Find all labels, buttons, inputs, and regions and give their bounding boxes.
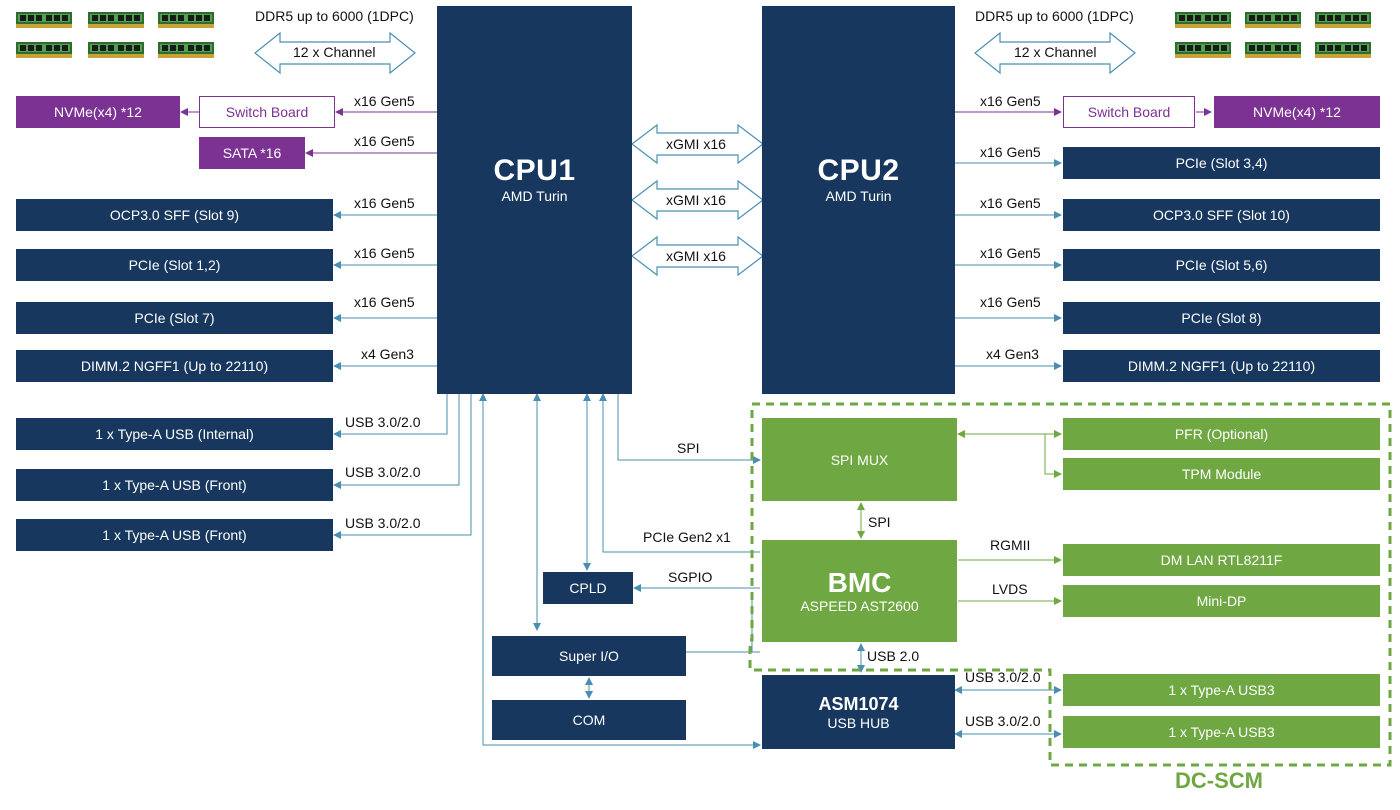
link-label: x16 Gen5: [980, 93, 1041, 109]
left-usb-front-box: 1 x Type-A USB (Front): [16, 469, 333, 501]
minidp-box: Mini-DP: [1063, 585, 1380, 617]
bmc-block: BMC ASPEED AST2600: [762, 540, 957, 642]
dimm-icon: [1175, 12, 1371, 58]
bmc-subtitle: ASPEED AST2600: [800, 598, 919, 614]
right-channel-label: 12 x Channel: [1014, 44, 1097, 60]
dcscm-outline: [748, 402, 1392, 767]
usb3-box: 1 x Type-A USB3: [1063, 674, 1380, 706]
link-label: x16 Gen5: [354, 294, 415, 310]
spi-label: SPI: [677, 440, 700, 456]
usb-link-label: USB 3.0/2.0: [965, 713, 1041, 729]
dimm-icon: [16, 12, 214, 58]
cpu1-subtitle: AMD Turin: [501, 188, 568, 204]
right-pcie8-box: PCIe (Slot 8): [1063, 302, 1380, 334]
usb-hub-block: ASM1074 USB HUB: [762, 675, 955, 749]
link-label: USB 3.0/2.0: [345, 464, 421, 480]
cpu1-title: CPU1: [493, 154, 576, 187]
link-label: x16 Gen5: [980, 245, 1041, 261]
cpu2-block: CPU2 AMD Turin: [762, 6, 955, 394]
link-label: x4 Gen3: [361, 346, 414, 362]
link-label: x16 Gen5: [354, 245, 415, 261]
usb20-label: USB 2.0: [867, 648, 920, 664]
left-nvme-box: NVMe(x4) *12: [16, 96, 180, 128]
xgmi-arrows: [631, 123, 764, 277]
right-pcie34-box: PCIe (Slot 3,4): [1063, 147, 1380, 179]
dcscm-title: DC-SCM: [1175, 768, 1263, 793]
right-switch-board: Switch Board: [1063, 96, 1195, 128]
com-box: COM: [492, 700, 686, 740]
left-usb-internal-box: 1 x Type-A USB (Internal): [16, 418, 333, 450]
left-usb-front-box: 1 x Type-A USB (Front): [16, 519, 333, 551]
spi-mux-block: SPI MUX: [762, 418, 957, 501]
link-label: x16 Gen5: [980, 294, 1041, 310]
left-dimm2-box: DIMM.2 NGFF1 (Up to 22110): [16, 350, 333, 382]
link-label: x16 Gen5: [354, 133, 415, 149]
left-channel-label: 12 x Channel: [293, 44, 376, 60]
channel-arrow-left: [254, 31, 416, 75]
cpu2-subtitle: AMD Turin: [825, 188, 892, 204]
cpu1-block: CPU1 AMD Turin: [437, 6, 632, 394]
right-dimm2-box: DIMM.2 NGFF1 (Up to 22110): [1063, 350, 1380, 382]
sgpio-label: SGPIO: [668, 569, 713, 585]
left-switch-board: Switch Board: [199, 96, 335, 128]
right-ocp-box: OCP3.0 SFF (Slot 10): [1063, 199, 1380, 231]
tpm-box: TPM Module: [1063, 458, 1380, 490]
usb3-box: 1 x Type-A USB3: [1063, 716, 1380, 748]
pfr-box: PFR (Optional): [1063, 418, 1380, 450]
rgmii-label: RGMII: [990, 537, 1031, 553]
link-label: x16 Gen5: [354, 195, 415, 211]
xgmi-label: xGMI x16: [666, 192, 726, 208]
link-label: x16 Gen5: [354, 93, 415, 109]
lan-box: DM LAN RTL8211F: [1063, 544, 1380, 576]
cpld-box: CPLD: [543, 572, 633, 604]
link-label: x4 Gen3: [986, 346, 1039, 362]
left-pcie7-box: PCIe (Slot 7): [16, 302, 333, 334]
right-memory-label: DDR5 up to 6000 (1DPC): [975, 8, 1134, 24]
hub-subtitle: USB HUB: [827, 715, 890, 731]
xgmi-label: xGMI x16: [666, 248, 726, 264]
link-label: USB 3.0/2.0: [345, 414, 421, 430]
superio-box: Super I/O: [492, 636, 686, 676]
left-ocp-box: OCP3.0 SFF (Slot 9): [16, 199, 333, 231]
hub-title: ASM1074: [818, 694, 899, 714]
usb-link-label: USB 3.0/2.0: [965, 669, 1041, 685]
link-label: USB 3.0/2.0: [345, 515, 421, 531]
left-sata-box: SATA *16: [199, 137, 305, 169]
left-memory-label: DDR5 up to 6000 (1DPC): [255, 8, 414, 24]
cpu2-title: CPU2: [817, 154, 900, 187]
link-label: x16 Gen5: [980, 195, 1041, 211]
right-pcie56-box: PCIe (Slot 5,6): [1063, 249, 1380, 281]
left-pcie12-box: PCIe (Slot 1,2): [16, 249, 333, 281]
channel-arrow-right: [974, 31, 1136, 75]
link-label: x16 Gen5: [980, 144, 1041, 160]
bmc-title: BMC: [827, 567, 892, 598]
right-nvme-box: NVMe(x4) *12: [1214, 96, 1380, 128]
spi-label: SPI: [868, 514, 891, 530]
lvds-label: LVDS: [992, 581, 1028, 597]
pcie-gen2-label: PCIe Gen2 x1: [643, 529, 731, 545]
xgmi-label: xGMI x16: [666, 136, 726, 152]
